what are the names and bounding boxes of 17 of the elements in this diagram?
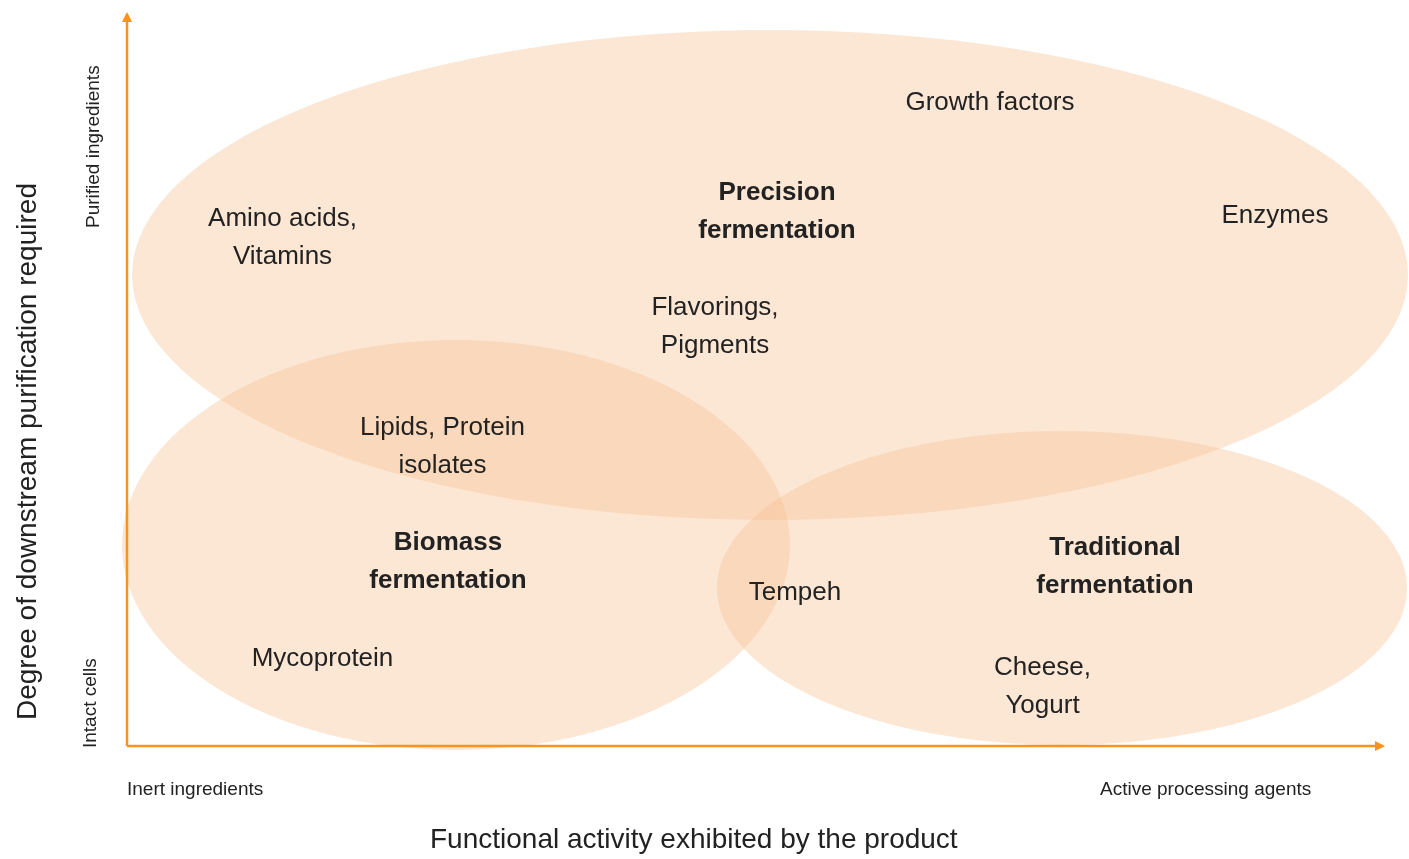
axis-end-label: Intact cells xyxy=(78,658,101,748)
region-title: Precision fermentation xyxy=(697,175,857,246)
axis-title: Degree of downstream purification required xyxy=(12,183,42,720)
item-label: Flavorings, Pigments xyxy=(650,290,780,361)
axis-end-label: Inert ingredients xyxy=(127,777,264,801)
item-label: Growth factors xyxy=(904,85,1076,118)
item-label: Amino acids, Vitamins xyxy=(207,201,358,272)
item-label: Lipids, Protein isolates xyxy=(359,410,526,481)
item-label: Cheese, Yogurt xyxy=(993,650,1092,721)
item-label: Enzymes xyxy=(1220,198,1330,231)
region-title: Biomass fermentation xyxy=(368,525,528,596)
item-label: Tempeh xyxy=(747,575,843,608)
axis-end-label: Active processing agents xyxy=(1100,777,1312,801)
axis-title: Functional activity exhibited by the product xyxy=(430,822,958,856)
region-title: Traditional fermentation xyxy=(1035,530,1195,601)
axis-end-label: Purified ingredients xyxy=(81,65,104,228)
item-label: Mycoprotein xyxy=(250,641,395,674)
